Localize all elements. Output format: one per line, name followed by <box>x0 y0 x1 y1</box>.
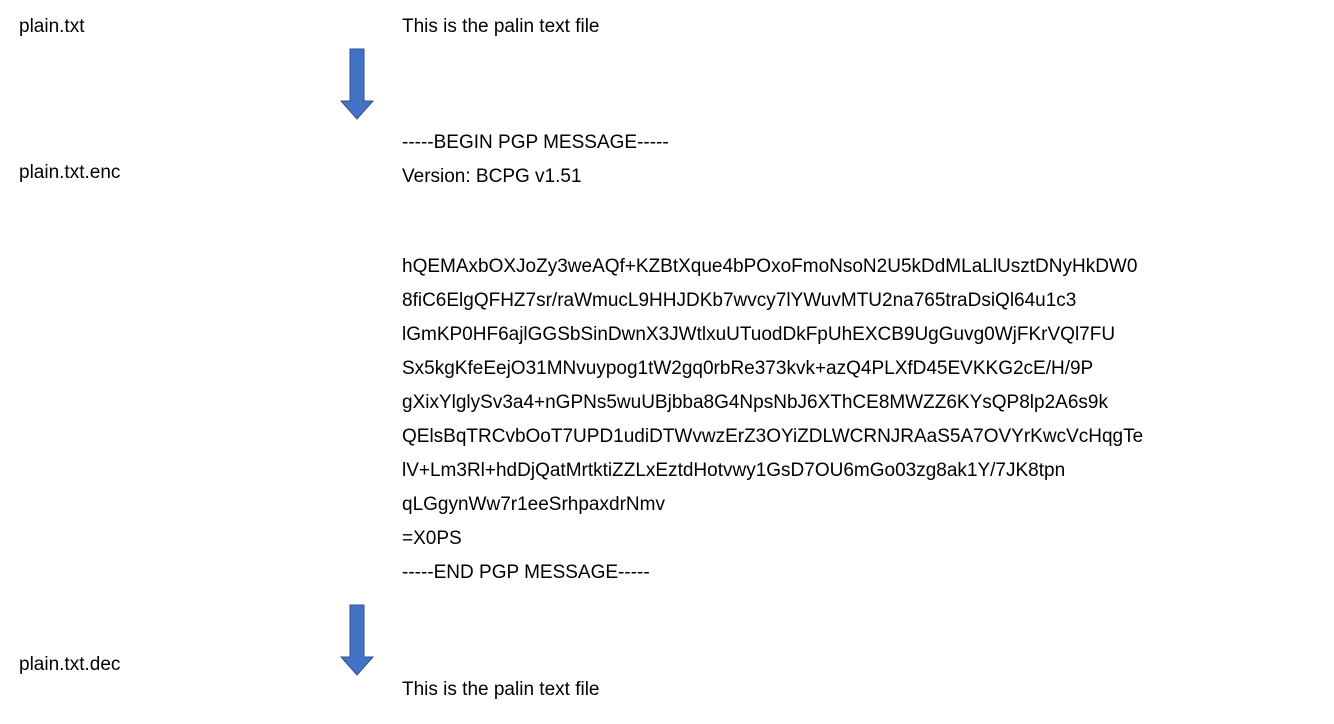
plain-text-content: This is the palin text file <box>402 16 600 37</box>
decrypted-text-content: This is the palin text file <box>402 679 600 700</box>
down-arrow-icon <box>340 604 374 676</box>
pgp-body-line: QElsBqTRCvbOoT7UPD1udiDTWvwzErZ3OYiZDLWC… <box>402 426 1144 447</box>
pgp-header: -----BEGIN PGP MESSAGE----- <box>402 132 669 153</box>
pgp-checksum: =X0PS <box>402 528 462 549</box>
down-arrow-icon <box>340 48 374 120</box>
pgp-body: hQEMAxbOXJoZy3weAQf+KZBtXque4bPOxoFmoNso… <box>402 250 1143 522</box>
label-plain-txt: plain.txt <box>19 16 85 37</box>
pgp-version: Version: BCPG v1.51 <box>402 166 582 187</box>
pgp-blank-gap <box>402 194 1143 250</box>
pgp-message-block: -----BEGIN PGP MESSAGE----- Version: BCP… <box>402 126 1143 590</box>
pgp-body-line: lGmKP0HF6ajlGGSbSinDwnX3JWtlxuUTuodDkFpU… <box>402 324 1116 345</box>
pgp-footer: -----END PGP MESSAGE----- <box>402 562 650 583</box>
label-plain-txt-dec: plain.txt.dec <box>19 654 121 675</box>
pgp-body-line: qLGgynWw7r1eeSrhpaxdrNmv <box>402 494 665 515</box>
pgp-body-line: lV+Lm3Rl+hdDjQatMrtktiZZLxEztdHotvwy1GsD… <box>402 460 1066 481</box>
pgp-body-line: 8fiC6ElgQFHZ7sr/raWmucL9HHJDKb7wvcy7lYWu… <box>402 290 1077 311</box>
pgp-body-line: Sx5kgKfeEejO31MNvuypog1tW2gq0rbRe373kvk+… <box>402 358 1094 379</box>
pgp-body-line: hQEMAxbOXJoZy3weAQf+KZBtXque4bPOxoFmoNso… <box>402 256 1138 277</box>
label-plain-txt-enc: plain.txt.enc <box>19 162 121 183</box>
pgp-body-line: gXixYlglySv3a4+nGPNs5wuUBjbba8G4NpsNbJ6X… <box>402 392 1108 413</box>
